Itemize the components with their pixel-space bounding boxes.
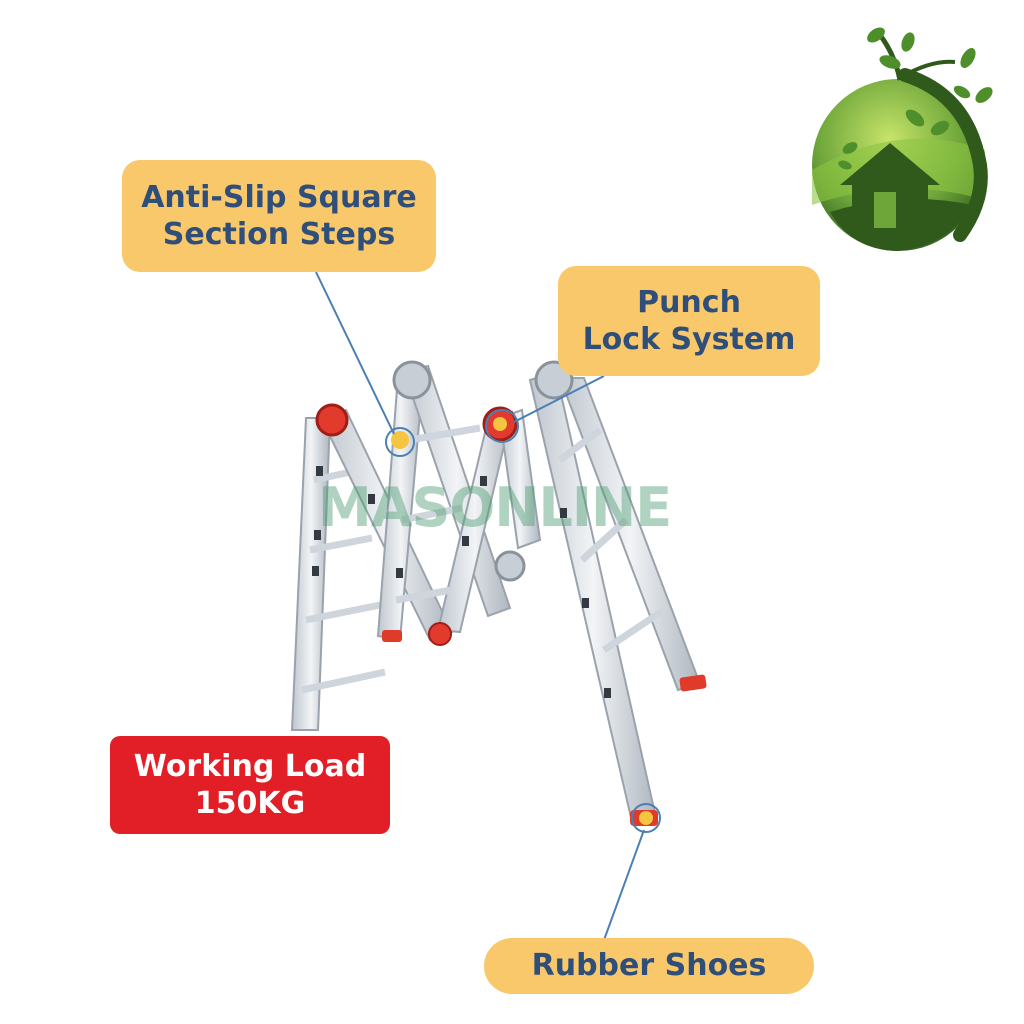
callout-load-line2: 150KG: [194, 786, 306, 821]
callout-anti-slip-steps: Anti-Slip Square Section Steps: [122, 160, 436, 272]
callout-steps-line2: Section Steps: [162, 217, 396, 252]
callout-punch-lock: Punch Lock System: [558, 266, 820, 376]
callout-lock-line1: Punch: [637, 284, 741, 320]
lock-leader-ring: [485, 409, 519, 443]
callout-working-load: Working Load 150KG: [110, 736, 390, 834]
multipurpose-folding-ladder-icon: [290, 360, 707, 826]
house-tree-globe-icon: [812, 27, 993, 251]
callout-lock-line2: Lock System: [582, 322, 796, 357]
callout-load-line1: Working Load: [133, 748, 367, 784]
shoes-leader-line: [603, 829, 645, 941]
callout-shoes-line1: Rubber Shoes: [531, 948, 767, 984]
steps-leader-line: [315, 271, 395, 435]
watermark: MASONLINE: [318, 476, 672, 539]
callout-steps-line1: Anti-Slip Square: [141, 179, 417, 215]
steps-leader-ring: [385, 427, 415, 457]
shoes-leader-ring: [631, 803, 661, 833]
lock-leader-line: [513, 375, 605, 423]
callout-rubber-shoes: Rubber Shoes: [484, 938, 814, 994]
